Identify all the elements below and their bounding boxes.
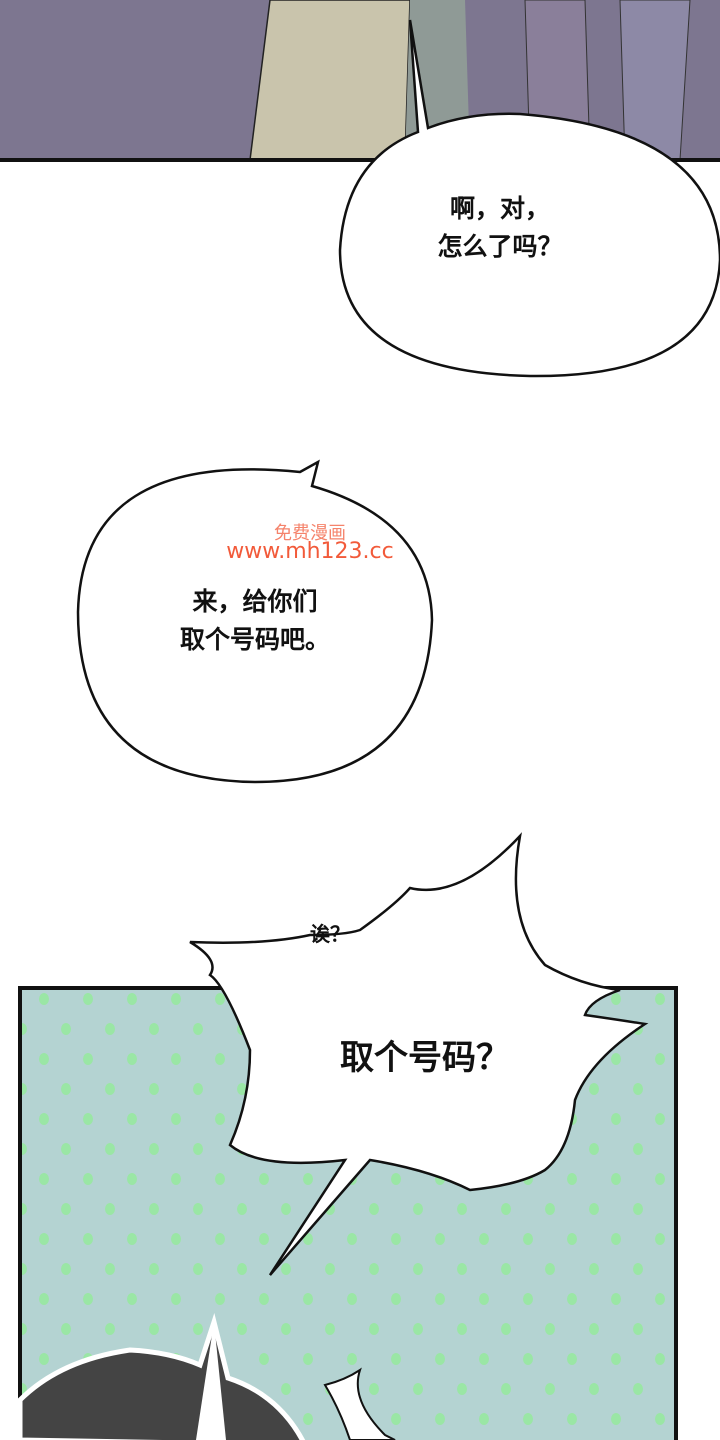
reply-line-1: 啊，对， bbox=[449, 194, 550, 223]
watermark-url: www.mh123.cc bbox=[226, 539, 394, 564]
offer-line-1: 来，给你们 bbox=[192, 587, 318, 616]
reply-line-2: 怎么了吗？ bbox=[437, 232, 563, 261]
reply-bubble-text: 啊，对， 怎么了吗？ bbox=[400, 190, 600, 266]
small-exclaim-text: 诶？ bbox=[310, 922, 350, 946]
watermark-title: 免费漫画 bbox=[274, 523, 346, 544]
speech-bubble-offer bbox=[76, 459, 434, 784]
shout-bubble bbox=[189, 832, 649, 1276]
offer-bubble-text: 来，给你们 取个号码吧。 bbox=[130, 583, 380, 659]
speech-bubble-reply bbox=[338, 19, 720, 378]
character-head bbox=[17, 1312, 396, 1440]
offer-line-2: 取个号码吧。 bbox=[179, 625, 330, 654]
top-panel bbox=[0, 0, 720, 162]
shout-text: 取个号码？ bbox=[340, 1038, 510, 1078]
